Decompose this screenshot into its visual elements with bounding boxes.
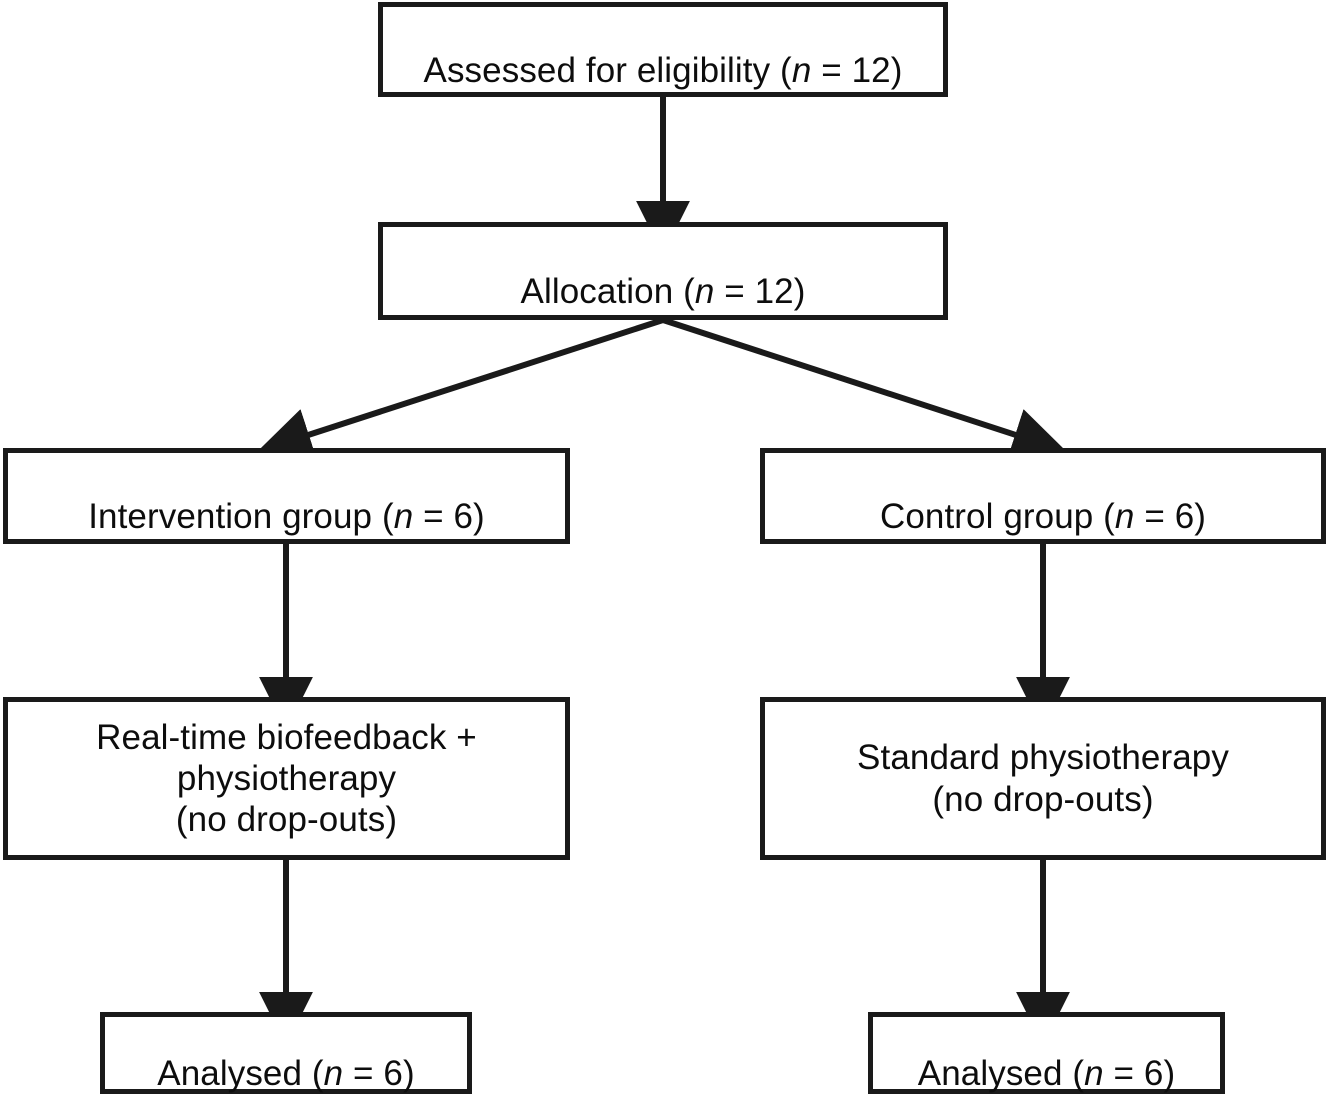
node-control-group: Control group (n = 6) [760,448,1326,544]
node-intervention-treatment: Real-time biofeedback + physiotherapy (n… [3,697,570,860]
node-allocation-label: Allocation (n = 12) [520,272,806,311]
node-assessed-label: Assessed for eligibility (n = 12) [423,50,903,90]
node-analysed-intervention: Analysed (n = 6) [100,1012,472,1094]
edge-allocation-to-control-group [662,317,1067,461]
node-allocation: Allocation (n = 12) [378,222,948,320]
node-analysed-control-label: Analysed (n = 6) [917,1054,1176,1093]
edge-allocation-to-intervention-group [257,317,664,461]
node-intervention-group: Intervention group (n = 6) [3,448,570,544]
node-control-group-label: Control group (n = 6) [879,497,1207,536]
node-control-treatment: Standard physiotherapy (no drop-outs) [760,697,1326,860]
node-assessed-for-eligibility: Assessed for eligibility (n = 12) [378,2,948,97]
node-intervention-treatment-label: Real-time biofeedback + physiotherapy (n… [96,717,477,840]
node-intervention-group-label: Intervention group (n = 6) [88,497,485,536]
node-control-treatment-label: Standard physiotherapy (no drop-outs) [857,738,1229,819]
node-analysed-control: Analysed (n = 6) [868,1012,1225,1094]
node-analysed-intervention-label: Analysed (n = 6) [157,1054,415,1093]
